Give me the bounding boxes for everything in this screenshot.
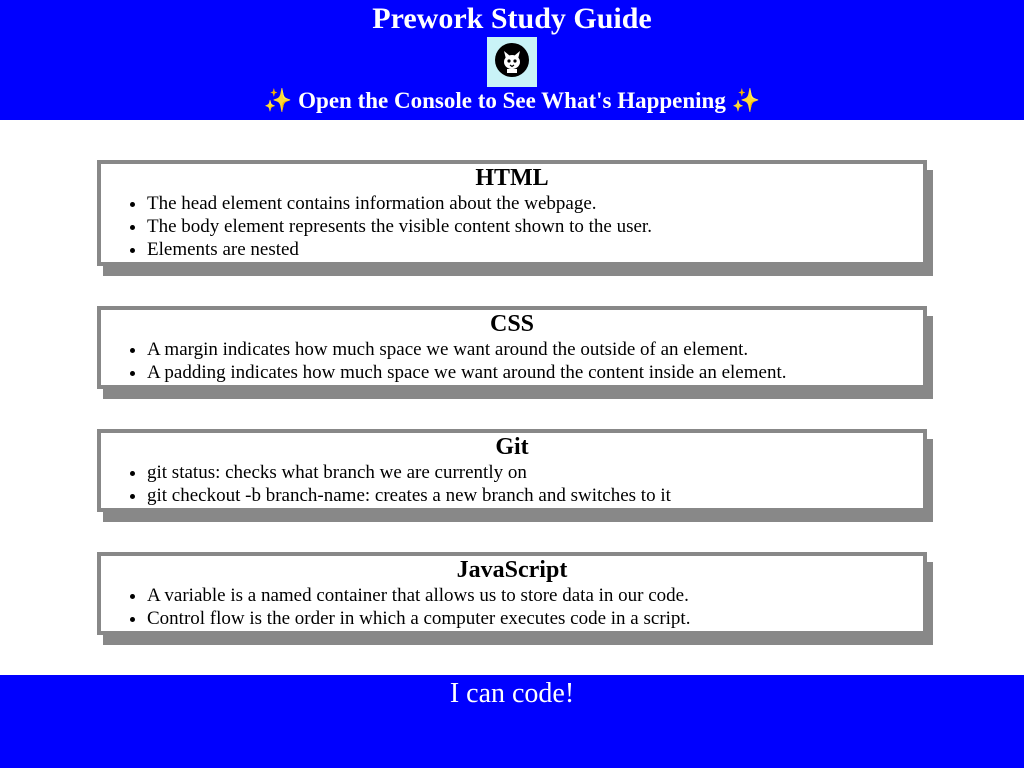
page-header: Prework Study Guide ✨ Open the Console t… — [0, 0, 1024, 120]
section-list: The head element contains information ab… — [101, 192, 923, 261]
section-list: git status: checks what branch we are cu… — [101, 461, 923, 507]
page-footer: I can code! — [0, 675, 1024, 768]
section-html: HTML The head element contains informati… — [97, 160, 927, 266]
page-title: Prework Study Guide — [372, 2, 652, 35]
cat-icon — [495, 43, 529, 77]
section-title: JavaScript — [456, 557, 568, 583]
list-item: git checkout -b branch-name: creates a n… — [147, 484, 923, 507]
section-title: CSS — [489, 311, 535, 337]
list-item: A variable is a named container that all… — [147, 584, 923, 607]
section-list: A margin indicates how much space we wan… — [101, 338, 923, 384]
section-git: Git git status: checks what branch we ar… — [97, 429, 927, 512]
section-javascript: JavaScript A variable is a named contain… — [97, 552, 927, 635]
list-item: The head element contains information ab… — [147, 192, 923, 215]
list-item: Control flow is the order in which a com… — [147, 607, 923, 630]
list-item: The body element represents the visible … — [147, 215, 923, 238]
section-title: HTML — [475, 165, 549, 191]
footer-text: I can code! — [449, 678, 575, 709]
list-item: A padding indicates how much space we wa… — [147, 361, 923, 384]
list-item: A margin indicates how much space we wan… — [147, 338, 923, 361]
section-list: A variable is a named container that all… — [101, 584, 923, 630]
section-css: CSS A margin indicates how much space we… — [97, 306, 927, 389]
list-item: git status: checks what branch we are cu… — [147, 461, 923, 484]
logo — [487, 37, 537, 87]
section-title: Git — [495, 434, 529, 460]
page-subtitle: ✨ Open the Console to See What's Happeni… — [263, 88, 761, 113]
list-item: Elements are nested — [147, 238, 923, 261]
